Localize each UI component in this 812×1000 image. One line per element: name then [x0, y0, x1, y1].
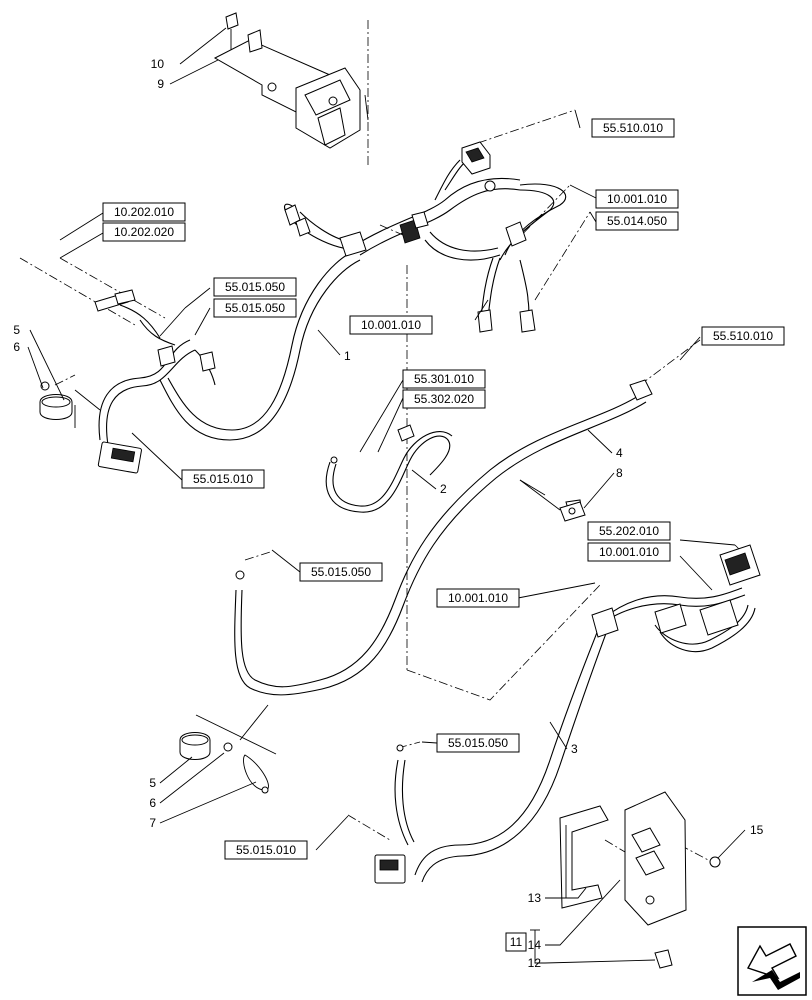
- item-12: 12: [528, 956, 542, 970]
- item-6-top: 6: [13, 340, 20, 354]
- svg-text:55.015.050: 55.015.050: [448, 736, 508, 750]
- reference-boxes: 55.510.010 10.001.010 55.014.050 10.202.…: [102, 118, 785, 860]
- item-6-bottom: 6: [149, 796, 156, 810]
- svg-text:10.202.010: 10.202.010: [114, 205, 174, 219]
- ref-55-510-010-top: 55.510.010: [591, 118, 675, 138]
- connection-lines: [19, 20, 746, 863]
- svg-text:55.301.010: 55.301.010: [414, 372, 474, 386]
- svg-text:55.202.010: 55.202.010: [599, 524, 659, 538]
- item-10: 10: [151, 57, 165, 71]
- kit-11-parts: [559, 791, 721, 969]
- svg-text:11: 11: [510, 935, 523, 949]
- clip-item-8: [559, 501, 586, 522]
- ref-55-014-050: 55.014.050: [595, 211, 679, 231]
- svg-text:55.015.050: 55.015.050: [225, 301, 285, 315]
- ref-10-001-010-c: 10.001.010: [587, 542, 671, 562]
- svg-text:55.015.050: 55.015.050: [225, 280, 285, 294]
- svg-text:10.202.020: 10.202.020: [114, 225, 174, 239]
- svg-text:55.015.050: 55.015.050: [311, 565, 371, 579]
- svg-text:10.001.010: 10.001.010: [607, 192, 667, 206]
- ref-55-301-010: 55.301.010: [402, 369, 486, 389]
- item-5-bottom: 5: [149, 776, 156, 790]
- ref-55-302-020: 55.302.020: [402, 389, 486, 409]
- cable-tie-item-7: [243, 754, 269, 794]
- svg-text:55.510.010: 55.510.010: [603, 121, 663, 135]
- svg-text:10.001.010: 10.001.010: [361, 318, 421, 332]
- item-9: 9: [157, 77, 164, 91]
- item-4: 4: [616, 446, 623, 460]
- item-callouts: 10 9 5 6 1 2 4 8 3 5 6 7 15 13 14 12 11: [13, 57, 763, 970]
- item-14: 14: [528, 938, 542, 952]
- clamp-items-5-6-bottom: [179, 732, 233, 760]
- item-8: 8: [616, 466, 623, 480]
- ref-55-015-050-a: 55.015.050: [213, 277, 297, 297]
- leader-lines: [27, 27, 746, 964]
- svg-text:10.001.010: 10.001.010: [448, 591, 508, 605]
- cross-markers: [74, 94, 561, 755]
- arrow-left-icon[interactable]: [737, 926, 807, 996]
- svg-text:55.302.020: 55.302.020: [414, 392, 474, 406]
- svg-text:55.014.050: 55.014.050: [607, 214, 667, 228]
- ref-10-202-010: 10.202.010: [102, 202, 186, 222]
- ref-10-001-010-a: 10.001.010: [595, 189, 679, 209]
- ref-55-510-010-right: 55.510.010: [701, 326, 785, 346]
- harness-3: [374, 544, 761, 884]
- ref-55-015-050-b: 55.015.050: [213, 298, 297, 318]
- ref-10-202-020: 10.202.020: [102, 222, 186, 242]
- ref-55-015-050-c: 55.015.050: [299, 562, 383, 582]
- item-3: 3: [571, 742, 578, 756]
- item-13: 13: [528, 891, 542, 905]
- item-5-top: 5: [13, 323, 20, 337]
- svg-text:10.001.010: 10.001.010: [599, 545, 659, 559]
- harness-2: [325, 424, 453, 513]
- ref-55-015-010-a: 55.015.010: [181, 469, 265, 489]
- ref-55-015-050-d: 55.015.050: [436, 733, 520, 753]
- item-2: 2: [440, 482, 447, 496]
- svg-text:55.015.010: 55.015.010: [236, 843, 296, 857]
- clamp-items-5-6-top: [39, 381, 73, 420]
- harness-1: [94, 141, 567, 474]
- mounting-bracket: [213, 12, 361, 149]
- svg-text:55.015.010: 55.015.010: [193, 472, 253, 486]
- ref-55-202-010: 55.202.010: [587, 521, 671, 541]
- ref-55-015-010-b: 55.015.010: [224, 840, 308, 860]
- svg-text:55.510.010: 55.510.010: [713, 329, 773, 343]
- ref-10-001-010-b: 10.001.010: [349, 315, 433, 335]
- ref-10-001-010-d: 10.001.010: [436, 588, 520, 608]
- item-15: 15: [750, 823, 764, 837]
- item-7: 7: [149, 816, 156, 830]
- item-1: 1: [344, 349, 351, 363]
- kit-11-box: 11: [505, 932, 527, 952]
